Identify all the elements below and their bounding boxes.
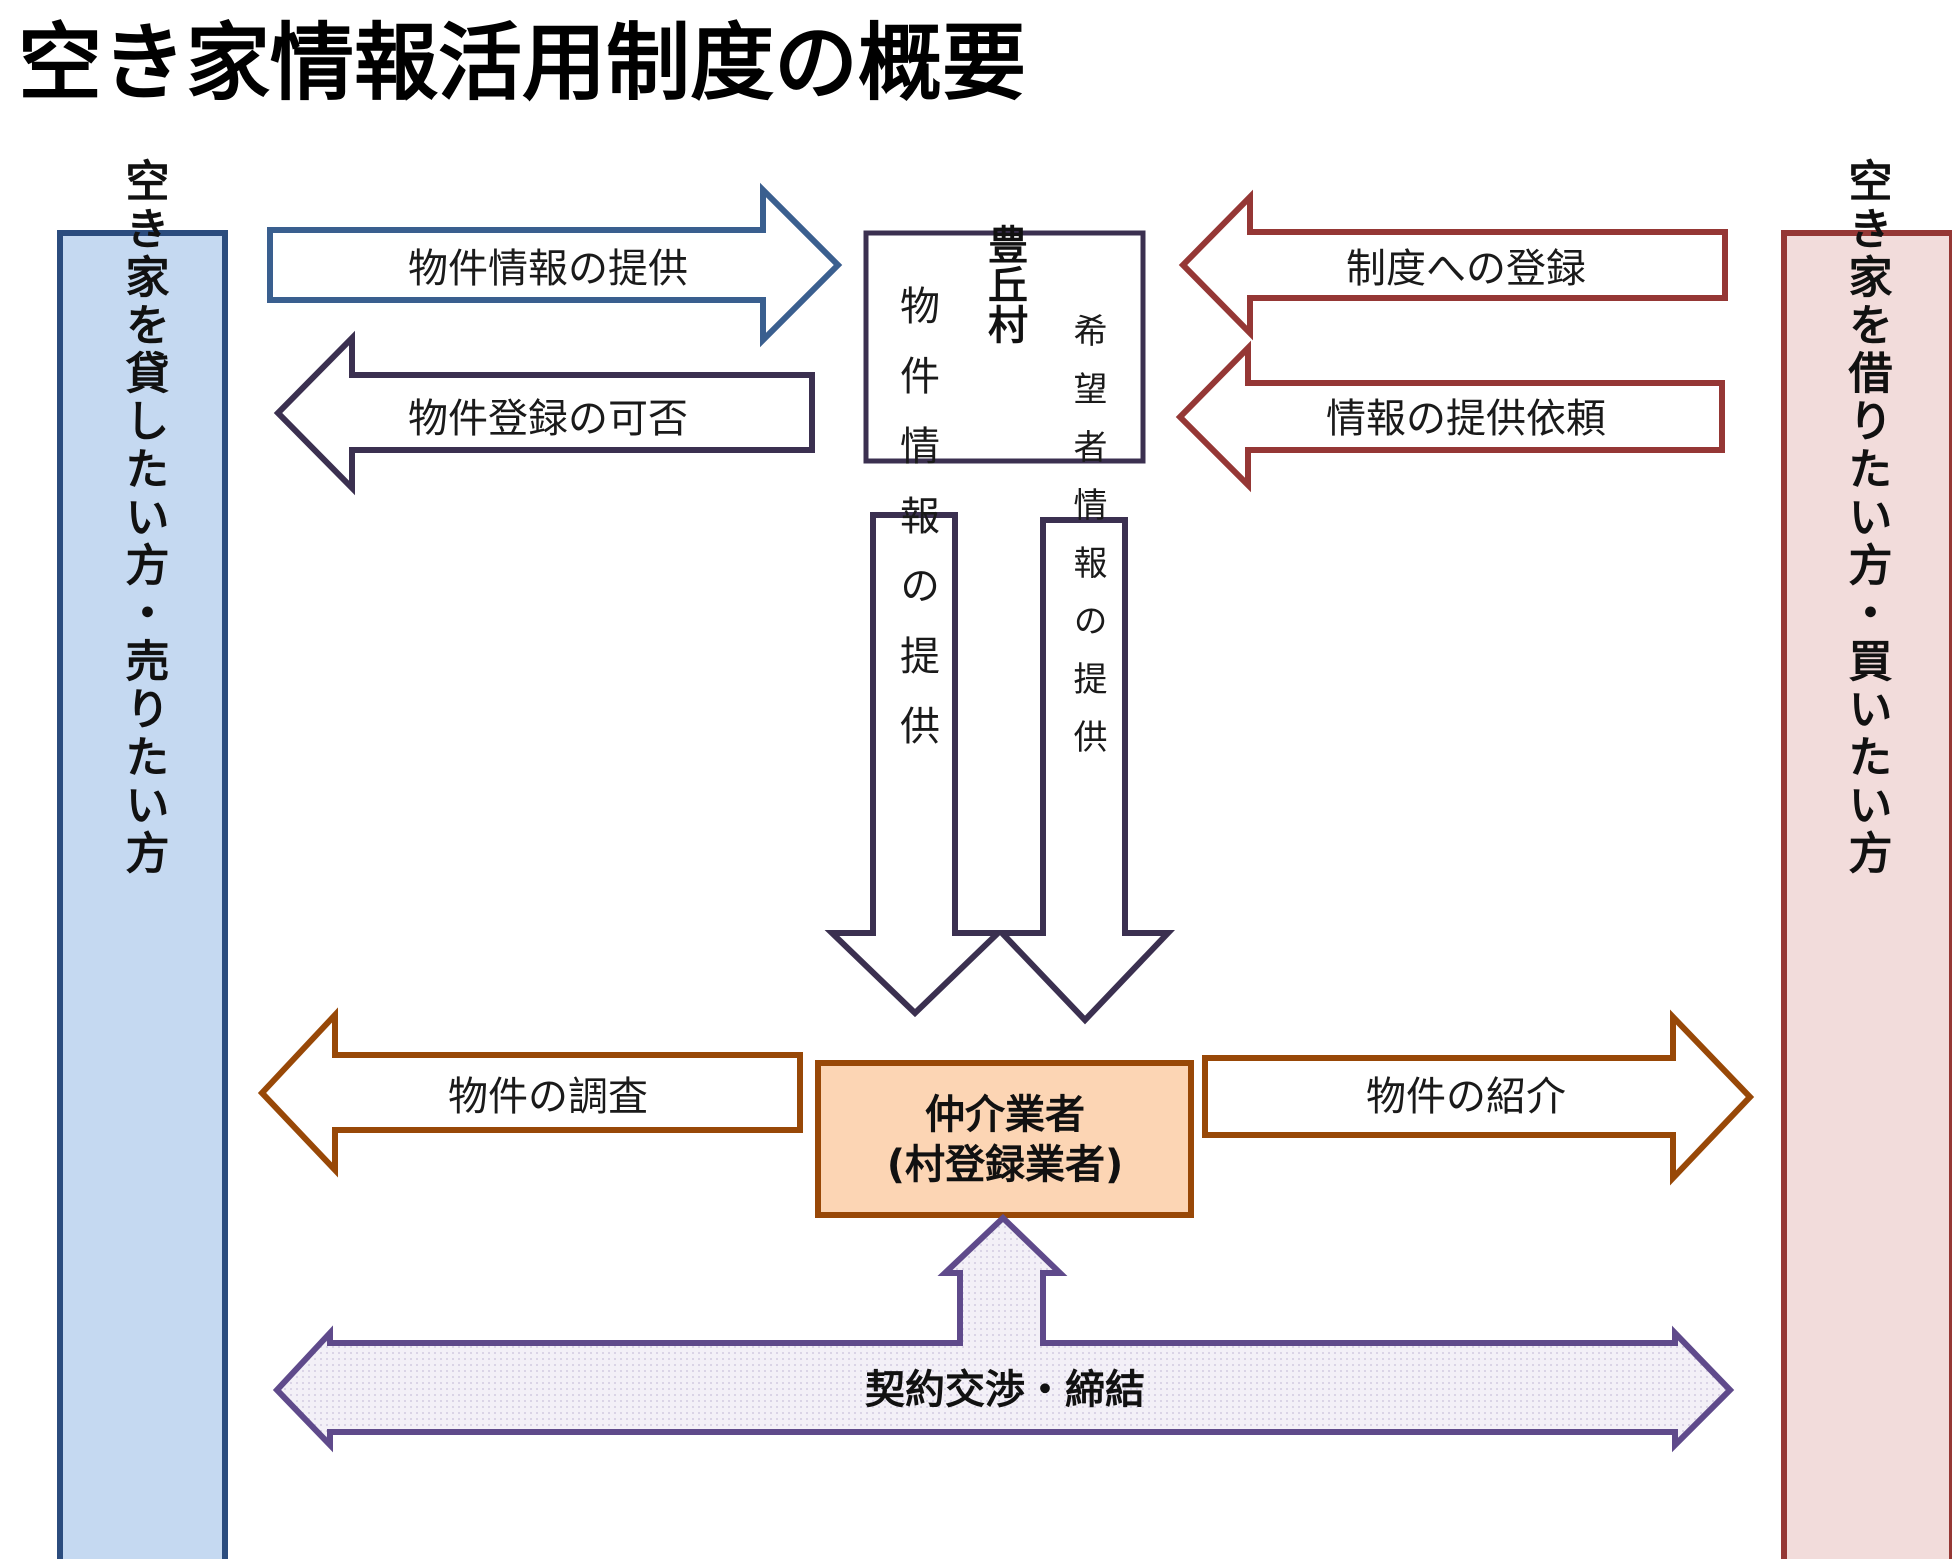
arrow-label-property-intro: 物件の紹介 — [1366, 1074, 1566, 1120]
right-panel: 空き家を借りたい方・買いたい方 — [1781, 158, 1952, 1559]
page-title: 空き家情報活用制度の概要 — [18, 14, 1026, 112]
broker-box: 仲介業者 (村登録業者) — [815, 1060, 1194, 1218]
arrow-contract-negotiation: 契約交渉・締結 — [272, 1213, 1735, 1453]
arrow-registration-result-to-owner: 物件登録の可否 — [273, 330, 815, 496]
left-panel: 空き家を貸したい方・売りたい方 — [57, 158, 228, 1559]
village-label: 豊丘村 — [981, 224, 1028, 344]
arrow-label-registration-result: 物件登録の可否 — [408, 396, 688, 442]
village-box: 豊丘村 — [863, 224, 1146, 464]
arrow-label-down-property-info: 物件情報の提供 — [893, 285, 940, 775]
left-panel-box — [57, 230, 228, 1559]
arrow-label-property-survey: 物件の調査 — [448, 1074, 648, 1120]
right-panel-box — [1781, 230, 1952, 1559]
arrow-property-intro-to-seeker: 物件の紹介 — [1202, 1009, 1755, 1186]
arrow-property-info-to-village: 物件情報の提供 — [267, 182, 843, 348]
arrow-applicant-info-to-broker: 希望者情報の提供 — [994, 313, 1176, 1025]
arrow-label-property-info: 物件情報の提供 — [408, 246, 688, 292]
arrow-system-registration-to-village: 制度への登録 — [1178, 189, 1728, 341]
right-panel-label: 空き家を借りたい方・買いたい方 — [1841, 158, 1894, 878]
arrow-label-system-registration: 制度への登録 — [1346, 246, 1586, 292]
arrow-property-survey-to-owner: 物件の調査 — [257, 1007, 803, 1178]
arrow-label-info-request: 情報の提供依頼 — [1326, 396, 1606, 442]
broker-box-frame — [815, 1060, 1194, 1218]
arrow-info-request-to-village: 情報の提供依頼 — [1175, 340, 1725, 493]
broker-label-line2: (村登録業者) — [887, 1142, 1124, 1188]
arrow-label-contract: 契約交渉・締結 — [865, 1367, 1145, 1413]
arrow-property-info-to-broker: 物件情報の提供 — [824, 285, 1006, 1018]
village-box-frame — [863, 230, 1146, 464]
left-panel-label: 空き家を貸したい方・売りたい方 — [118, 158, 170, 878]
arrow-label-down-applicant-info: 希望者情報の提供 — [1067, 313, 1107, 777]
broker-label-line1: 仲介業者 — [925, 1092, 1085, 1138]
